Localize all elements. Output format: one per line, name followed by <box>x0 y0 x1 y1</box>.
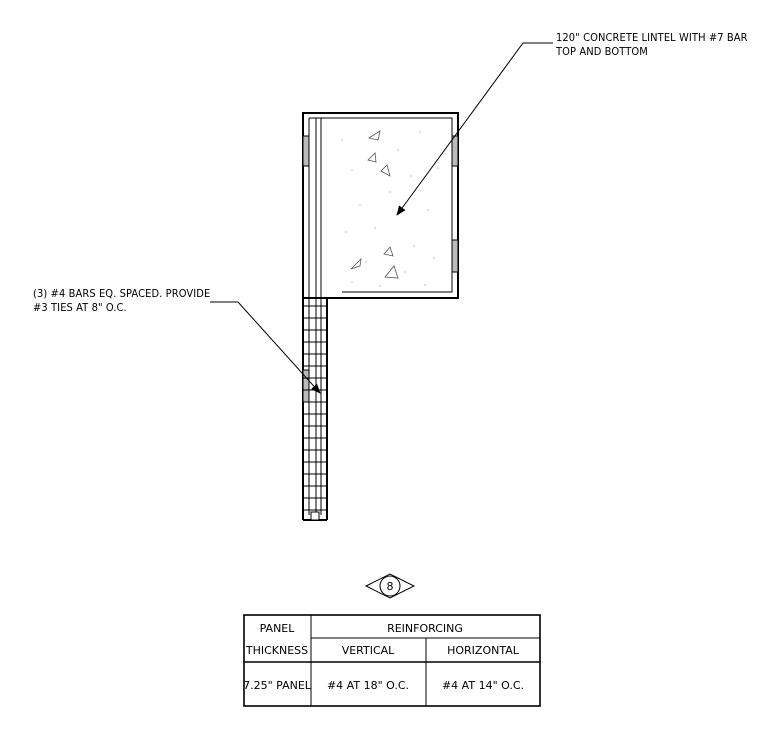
schedule-cell-vertical: #4 AT 18" O.C. <box>327 679 409 692</box>
detail-tag: 8 <box>364 573 416 599</box>
schedule-header-horizontal: HORIZONTAL <box>447 644 520 657</box>
concrete-stipple <box>341 131 439 287</box>
concrete-aggregate <box>350 130 399 279</box>
bearing-plate-lower <box>451 239 459 273</box>
schedule-header-reinforcing: REINFORCING <box>387 622 463 635</box>
panel-base-block <box>310 511 320 521</box>
bars-note-line1: (3) #4 BARS EQ. SPACED. PROVIDE <box>33 287 210 300</box>
detail-tag-number: 8 <box>387 580 394 593</box>
schedule-header-vertical: VERTICAL <box>342 644 395 657</box>
lintel-note-line2: TOP AND BOTTOM <box>555 45 648 58</box>
schedule-header-panel: PANEL <box>260 622 296 635</box>
bars-leader <box>210 301 321 394</box>
panel-plate-upper <box>302 135 310 167</box>
lintel-note-line1: 120" CONCRETE LINTEL WITH #7 BAR <box>556 31 748 44</box>
bars-note-line2: #3 TIES AT 8" O.C. <box>33 301 127 314</box>
panel-wall <box>302 113 328 521</box>
lintel-leader <box>396 42 553 216</box>
schedule-header-thickness: THICKNESS <box>245 644 308 657</box>
schedule-cell-panel: 7.25" PANEL <box>243 679 312 692</box>
rebar-ties <box>303 305 327 511</box>
concrete-lintel <box>302 112 459 299</box>
reinforcing-schedule <box>243 614 541 707</box>
schedule-cell-horizontal: #4 AT 14" O.C. <box>442 679 524 692</box>
bearing-plate-upper <box>451 135 459 167</box>
